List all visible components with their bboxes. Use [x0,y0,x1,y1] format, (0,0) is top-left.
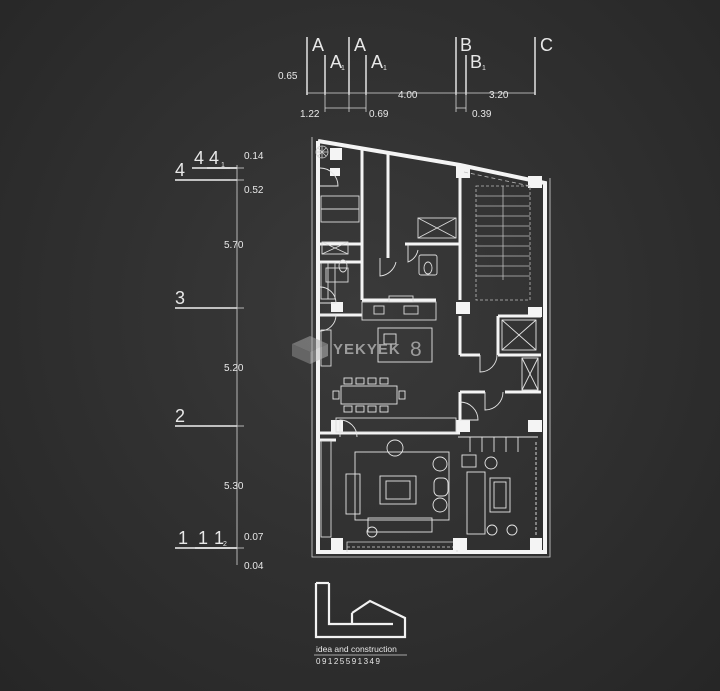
elevator [501,319,539,391]
dim-value: 0.07 [244,532,264,543]
dim-value: 5.30 [224,481,244,492]
axis-sub-top: 1 [383,65,387,72]
watermark-text: YEKYEK [333,341,401,358]
floor-plan [311,137,551,558]
kitchen-island [377,327,433,363]
axis-label-top: B [460,35,472,55]
left-dimension-values: 0.14 0.52 5.70 5.20 5.30 0.07 0.04 [224,151,264,572]
staircase [463,171,531,301]
exterior-walls [316,139,547,554]
living-room-furniture [345,436,538,538]
top-axis-lines [306,37,536,95]
plant-icon [315,145,329,159]
dim-value: 0.14 [244,151,264,162]
door-swings [319,167,504,438]
dim-value: 4.00 [398,90,418,101]
left-dimension-lines [230,165,244,565]
dim-value: 3.20 [489,90,509,101]
company-logo [314,581,407,639]
watermark: YEKYEK 8 [292,336,423,364]
logo-text: idea and construction [316,644,397,654]
logo-phone: 09125591349 [316,657,381,666]
interior-walls [318,148,541,442]
left-axis-lines [175,167,237,549]
axis-label-left: 4 [194,148,204,168]
axis-label-top: A [312,35,324,55]
axis-label-top: C [540,35,553,55]
structural-columns [330,148,542,550]
axis-label-top: A [371,52,383,72]
axis-label-left: 1 [178,528,188,548]
axis-label-top: A [330,52,342,72]
dim-value: 0.65 [278,71,298,82]
dim-value: 5.20 [224,363,244,374]
dim-value: 0.39 [472,109,492,120]
dining-table [332,377,406,413]
axis-sub-left: 1 [221,162,225,169]
watermark-digit: 8 [410,338,423,361]
axis-label-left: 1 [198,528,208,548]
dim-value: 0.52 [244,185,264,196]
axis-sub-left: 2 [223,541,227,548]
axis-label-left: 2 [175,406,185,426]
top-dimension-values: 0.65 1.22 0.69 4.00 0.39 3.20 [278,71,509,120]
watermark-logo-icon [292,336,328,364]
axis-label-left: 4 [175,160,185,180]
axis-label-left: 1 [214,528,224,548]
axis-sub-top: 1 [341,65,345,72]
dim-value: 0.69 [369,109,389,120]
axis-label-left: 4 [209,148,219,168]
dim-value: 0.04 [244,561,264,572]
dim-value: 1.22 [300,109,320,120]
axis-label-top: B [470,52,482,72]
bathroom-fixtures [321,217,457,283]
dim-value: 5.70 [224,240,244,251]
axis-sub-top: 1 [482,65,486,72]
top-dimension-lines [307,92,535,112]
axis-label-top: A [354,35,366,55]
left-axis-labels: 4 4 4 1 3 2 1 1 1 2 [175,148,227,548]
cabinetry [320,195,457,538]
axis-label-left: 3 [175,288,185,308]
top-axis-labels: A A 1 A A 1 B B 1 C [312,35,553,72]
